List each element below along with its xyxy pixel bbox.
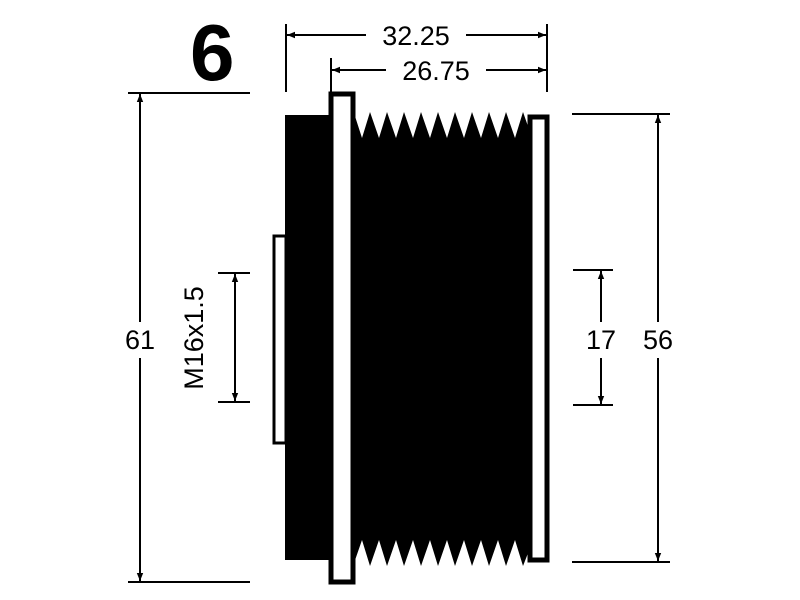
- rib-count-label: 6: [190, 8, 235, 97]
- grooved-section: [353, 110, 530, 566]
- overall-width-label: 32.25: [382, 21, 450, 51]
- thread-boss: [272, 234, 288, 445]
- groove-width-label: 26.75: [402, 56, 470, 86]
- outer-diameter-label: 61: [125, 325, 155, 355]
- pulley-body: [272, 91, 550, 585]
- dimension-overall-width: 32.25: [285, 20, 548, 92]
- thread-size-label: M16x1.5: [179, 286, 209, 390]
- dimension-bore-diameter: 17: [573, 269, 622, 406]
- pulley-hub: [285, 115, 335, 560]
- dimension-groove-diameter: 56: [572, 113, 680, 563]
- dimension-thread-size: M16x1.5: [179, 272, 250, 403]
- dimension-outer-diameter: 61: [120, 92, 250, 583]
- dimension-groove-width: 26.75: [330, 55, 546, 92]
- bore-diameter-label: 17: [586, 325, 616, 355]
- right-flange: [527, 114, 550, 563]
- left-flange: [328, 91, 356, 585]
- groove-diameter-label: 56: [643, 325, 673, 355]
